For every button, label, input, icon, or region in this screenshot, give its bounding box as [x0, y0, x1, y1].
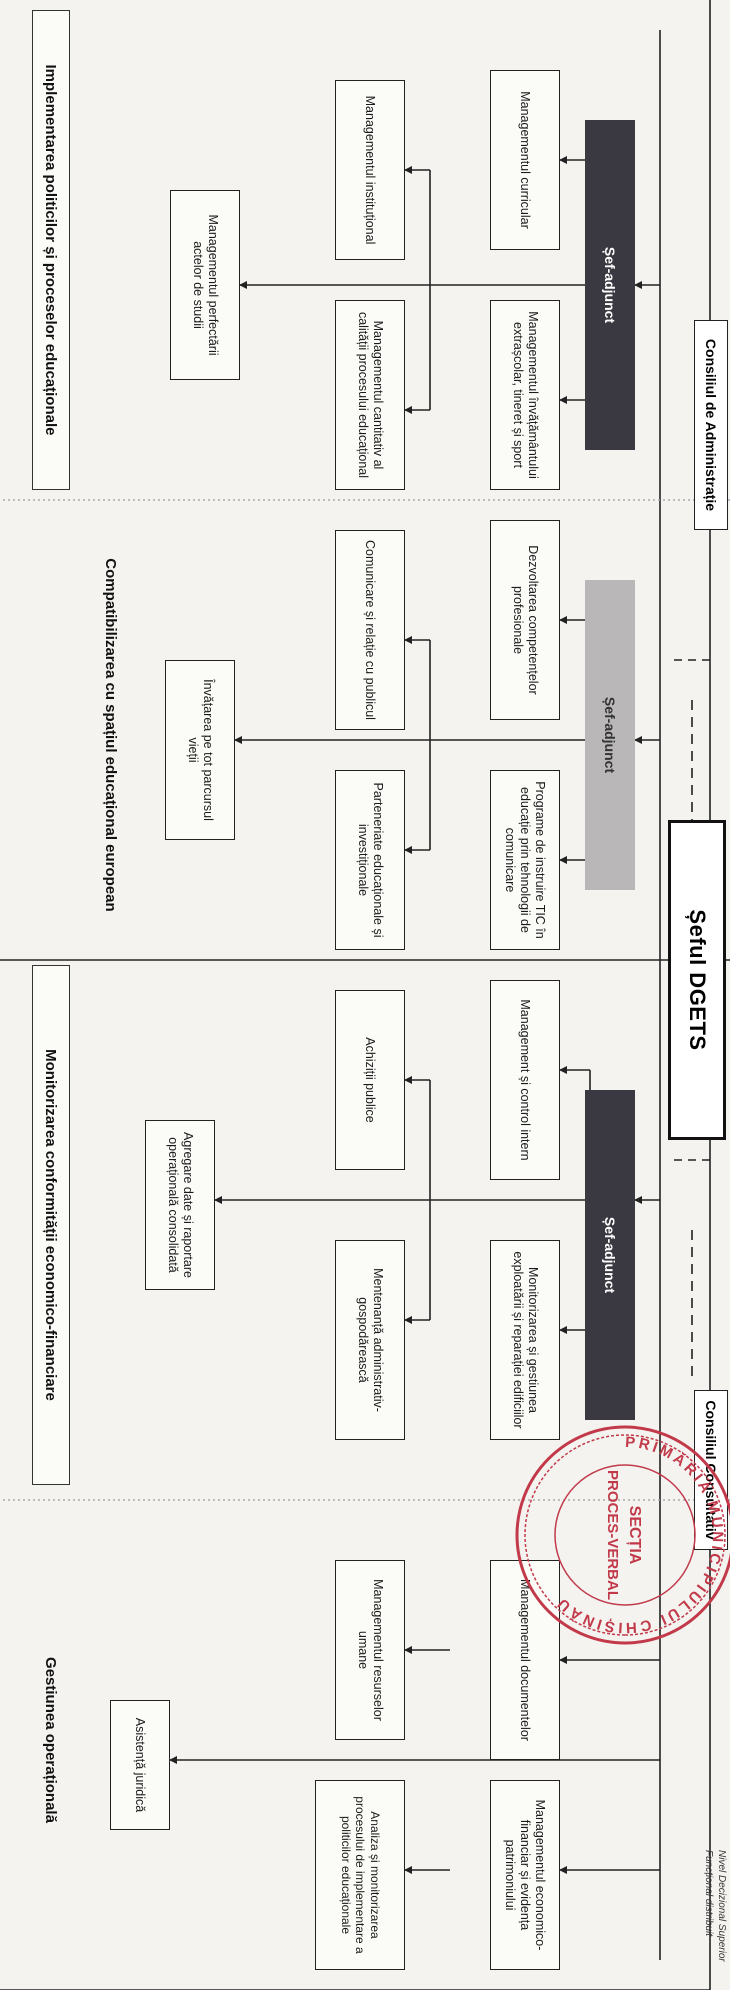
footnote-line-1: Nivel Decizional Superior [716, 1850, 727, 1962]
council-administration: Consiliul de Administrație [694, 320, 728, 530]
unit-4-4: Analiza și monitorizarea procesului de i… [315, 1780, 405, 1970]
unit-4-2: Managementul economico-financiar și evid… [490, 1780, 560, 1970]
unit-1-5: Managementul perfectării actelor de stud… [170, 190, 240, 380]
unit-3-1: Management și control intern [490, 980, 560, 1180]
stamp-line-2: PROCES-VERBAL [604, 1470, 621, 1600]
official-stamp: PRIMĂRIA MUNICIPIULUI CHIȘINĂU SECȚIA PR… [515, 1425, 730, 1645]
unit-2-1: Dezvoltarea competențelor profesionale [490, 520, 560, 720]
unit-4-5: Asistență juridică [110, 1700, 170, 1830]
unit-3-2: Monitorizarea și gestiunea exploatării ș… [490, 1240, 560, 1440]
deputy-1: Șef-adjunct [585, 120, 635, 450]
unit-3-3: Achiziții publice [335, 990, 405, 1170]
unit-2-4: Parteneriate educaționale și investițion… [335, 770, 405, 950]
band-1: Implementarea politicilor și proceselor … [32, 10, 70, 490]
footnote: Nivel Decizional Superior Funcțional dis… [688, 1850, 728, 1985]
unit-2-2: Programe de instruire TIC în educație pr… [490, 770, 560, 950]
unit-3-4: Mentenanță administrativ-gospodărească [335, 1240, 405, 1440]
unit-3-5: Agregare date și raportare operațională … [145, 1120, 215, 1290]
band-3: Monitorizarea conformității economico-fi… [32, 965, 70, 1485]
unit-1-3: Managementul instituțional [335, 80, 405, 260]
unit-4-3: Managementul resurselor umane [335, 1560, 405, 1740]
band-4: Gestiunea operațională [42, 1657, 60, 1823]
unit-1-4: Managementul cantitativ al calității pro… [335, 300, 405, 490]
band-2: Compatibilizarea cu spațiul educațional … [102, 558, 120, 912]
head-dgets: Șeful DGETS [668, 820, 726, 1140]
unit-1-1: Managementul curricular [490, 70, 560, 250]
unit-2-3: Comunicare și relație cu publicul [335, 530, 405, 730]
deputy-3: Șef-adjunct [585, 1090, 635, 1420]
unit-1-2: Managementul învățământului extrașcolar,… [490, 300, 560, 490]
unit-2-5: Învățarea pe tot parcursul vieții [165, 660, 235, 840]
deputy-2: Șef-adjunct [585, 580, 635, 890]
stamp-line-1: SECȚIA [626, 1506, 643, 1565]
footnote-line-2: Funcțional distribuit [703, 1850, 714, 1937]
